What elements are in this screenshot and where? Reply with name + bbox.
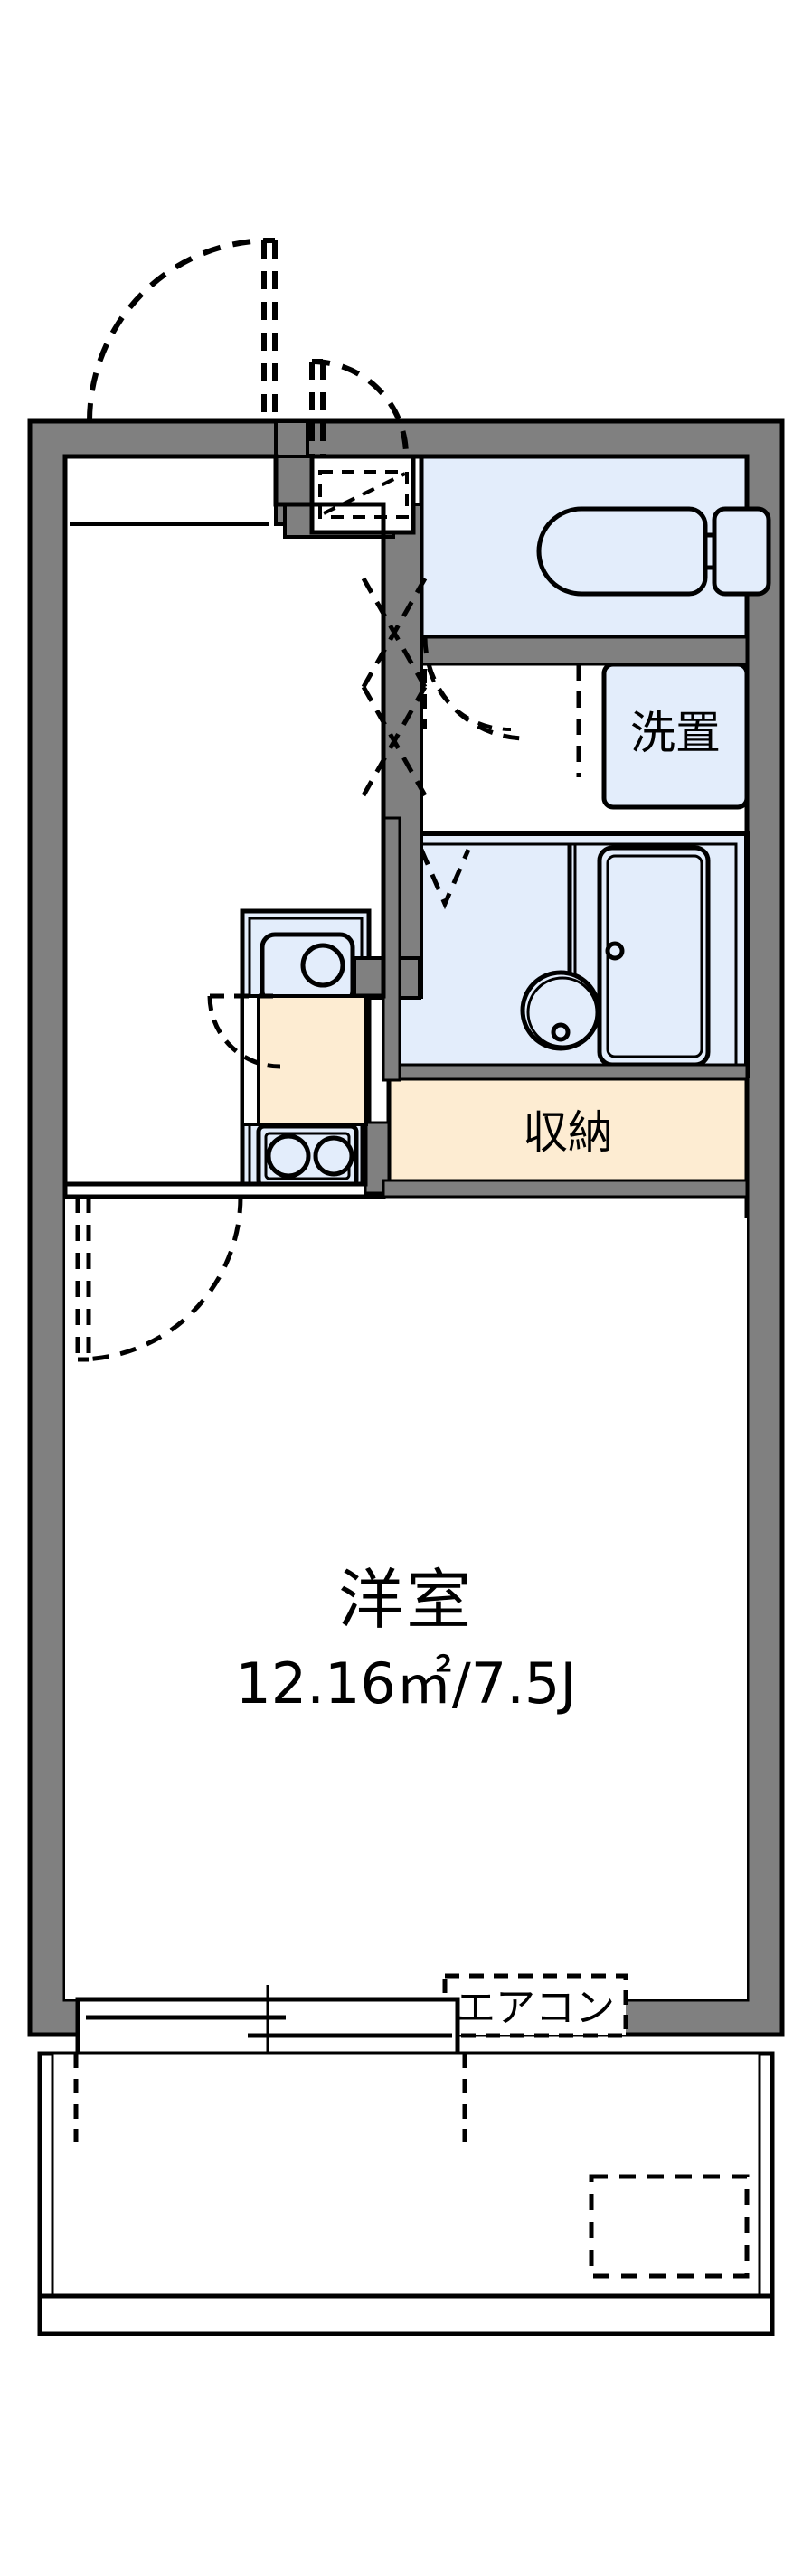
room-door[interactable]	[75, 1196, 243, 1362]
stove-burner-right	[313, 1135, 354, 1177]
shoe-cabinet-diagonal	[323, 472, 406, 515]
bath-door[interactable]	[419, 849, 471, 910]
washer-label: 洗置	[630, 707, 721, 759]
doors-layer	[75, 238, 581, 1362]
wall-stub-top	[274, 419, 309, 458]
balcony[interactable]	[37, 2051, 775, 2336]
toilet-tank	[712, 506, 771, 597]
main-room-name: 洋室	[338, 1562, 474, 1638]
corridor-fold-x2	[361, 685, 428, 797]
wall-closet-room-divider	[382, 1179, 749, 1199]
main-room-labels: 洋室 12.16㎡/7.5J	[235, 1562, 576, 1716]
main-room-floor	[65, 1218, 747, 1999]
closet[interactable]: 収納	[386, 1073, 750, 1187]
main-room-area: 12.16㎡/7.5J	[235, 1650, 576, 1716]
balcony-sliding-door[interactable]	[75, 1985, 460, 2066]
bath-basin-drain	[551, 1022, 571, 1042]
bath-basin-inner	[526, 976, 599, 1048]
corridor-fold-door[interactable]	[361, 577, 428, 797]
aircon-annotation: エアコン	[442, 1973, 628, 2038]
shoebox-door[interactable]	[309, 359, 409, 456]
closet-label: 収納	[523, 1106, 613, 1159]
toilet-fixture	[536, 506, 771, 597]
wall-bath-closet-divider	[382, 1063, 749, 1081]
entrance-door-arc	[87, 238, 271, 422]
kitchen-sink-drain	[300, 943, 345, 988]
toilet-entry-arc	[422, 636, 527, 741]
corridor-fold-x1	[361, 577, 428, 689]
aircon-outdoor-unit	[589, 2174, 750, 2279]
toilet-bowl	[536, 506, 708, 597]
balcony-inner-line	[51, 2052, 761, 2314]
shoe-cabinet-dashed	[318, 470, 409, 519]
washer-space[interactable]: 洗置	[601, 662, 750, 810]
shoe-cabinet-box	[309, 454, 416, 535]
shoe-cabinet[interactable]	[309, 454, 416, 535]
unit-bath[interactable]	[386, 831, 750, 1078]
toilet-entry-door[interactable]	[422, 636, 581, 777]
aircon-label: エアコン	[456, 1985, 615, 2031]
shoebox-door-arc	[311, 359, 409, 456]
hallway-outline	[62, 454, 386, 1187]
genkan-step-door[interactable]	[207, 993, 281, 1069]
genkan-door-arc	[207, 995, 281, 1069]
toilet-room	[419, 454, 771, 731]
balcony-railing	[37, 2293, 775, 2336]
aircon-box	[442, 1973, 628, 2038]
wall-bath-left	[382, 816, 401, 1082]
stove-burner-left	[266, 1133, 311, 1179]
entrance-door[interactable]	[87, 238, 278, 422]
room-door-arc	[77, 1196, 243, 1362]
bath-tub-drain	[605, 941, 625, 961]
wall-toilet-bottom	[420, 635, 749, 666]
genkan-step	[256, 994, 368, 1126]
bath-door-fold	[419, 849, 471, 910]
